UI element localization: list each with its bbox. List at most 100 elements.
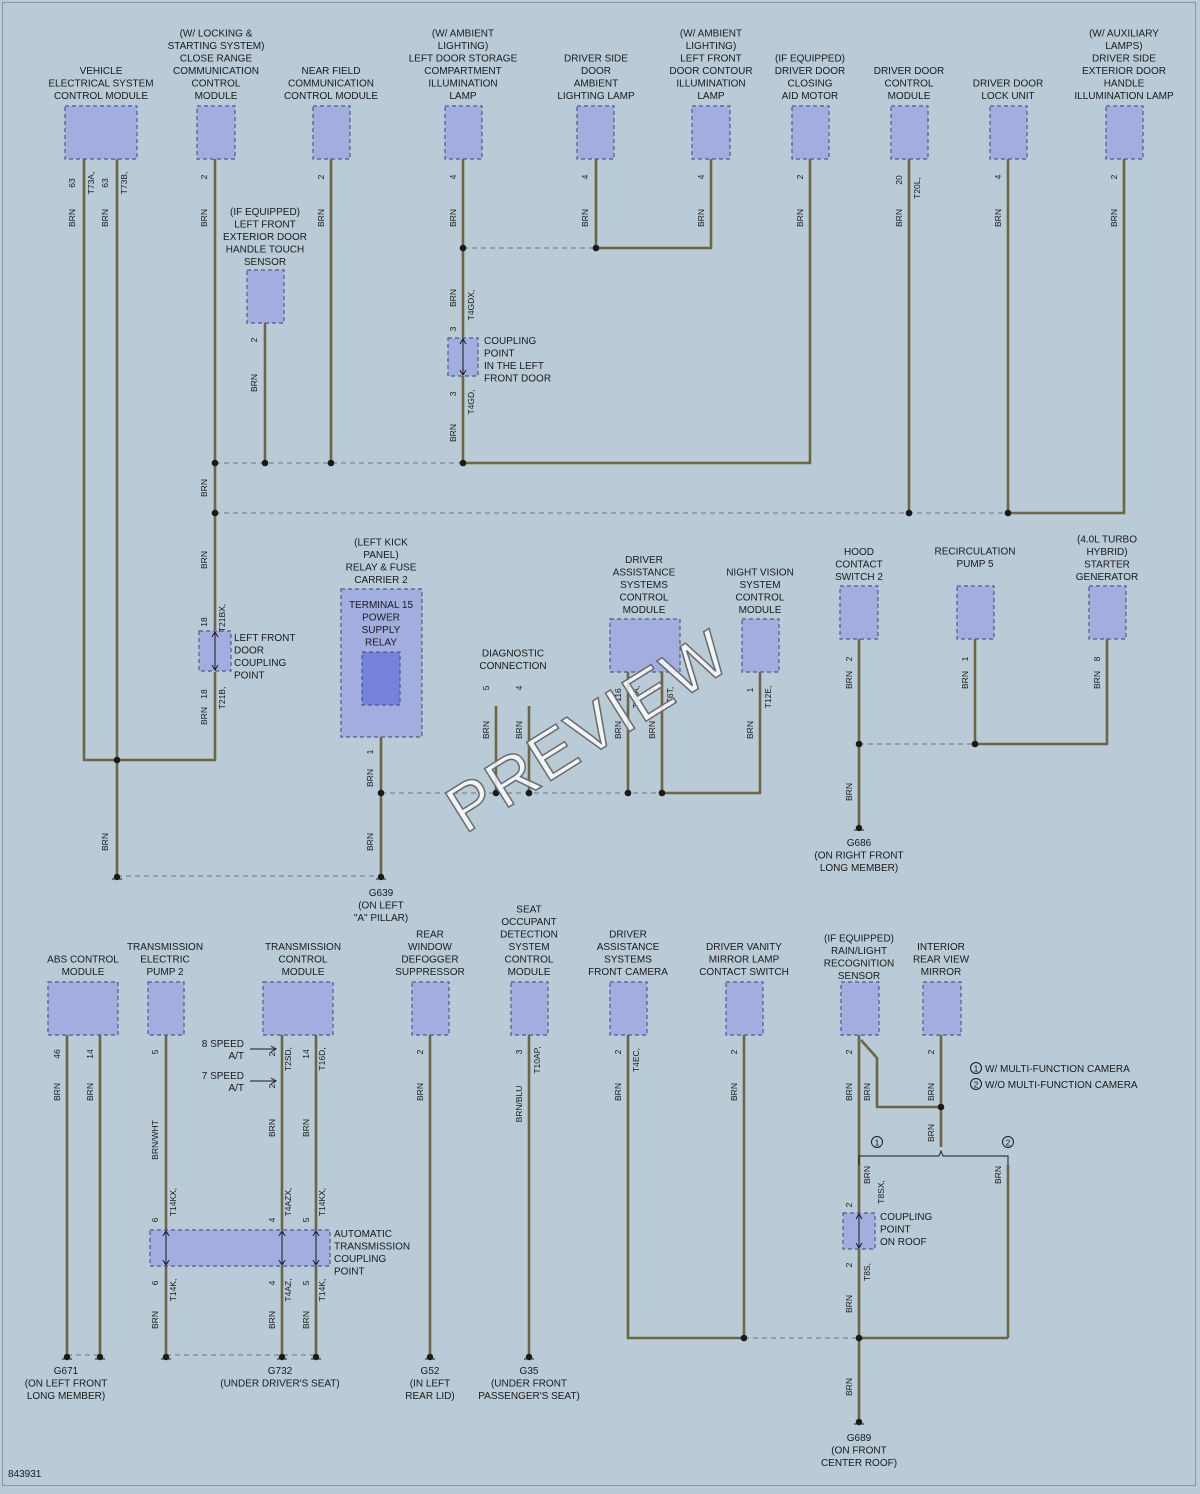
lf-door-coupling-label-line: COUPLING <box>234 658 286 669</box>
wire-color-label: BRN <box>301 1119 311 1137</box>
lf-door-coupling-label-line: LEFT FRONT <box>234 633 295 644</box>
variant-marker-1 <box>871 1136 883 1148</box>
trans-pump-label-line: ELECTRIC <box>140 955 189 966</box>
pin-label: 18 <box>199 689 209 699</box>
trans-coupling-label-line: COUPLING <box>334 1254 386 1265</box>
vehicle-electrical-system-control-module <box>64 105 138 160</box>
storage-lamp-label-line: (W/ AMBIENT <box>432 29 494 40</box>
pin-label: 5 <box>481 685 491 690</box>
g35-label-line: G35 <box>520 1366 539 1377</box>
abs-label-line: MODULE <box>62 967 105 978</box>
splice-dot <box>211 509 219 517</box>
trans-coupling-label-line: POINT <box>334 1267 365 1278</box>
pin-label: 6 <box>150 1217 160 1222</box>
pin-label: 4 <box>448 174 458 179</box>
wire-color-label: BRN <box>580 209 590 227</box>
pin-label: 2 <box>316 174 326 179</box>
ambient-lamp-label-line: DOOR <box>581 66 611 77</box>
connector-label: T8SX, <box>876 1180 886 1204</box>
coupling-door-label-line: IN THE LEFT <box>484 361 544 372</box>
connector-label: T8S, <box>862 1263 872 1281</box>
ambient-lamp-label-line: DRIVER SIDE <box>564 54 628 65</box>
das-ctrl-label-line: SYSTEMS <box>620 580 668 591</box>
lf-door-coupling-label-line: DOOR <box>234 646 264 657</box>
wire-contour-lamp <box>596 159 713 250</box>
seat-occ-label-line: SEAT <box>516 905 541 916</box>
splice-dot <box>459 459 467 467</box>
g35-label-line: (UNDER FRONT <box>491 1379 567 1390</box>
das-ctrl-label-line: CONTROL <box>620 593 669 604</box>
seat-occupant-detection-control-module <box>510 981 549 1036</box>
door-ambient-lighting-lamp <box>576 105 615 160</box>
relay-label-line: POWER <box>362 613 400 624</box>
driver-door-lock-unit <box>989 105 1028 160</box>
g639-label-line: (ON LEFT <box>358 901 404 912</box>
wire-handle-lamp <box>1008 159 1126 515</box>
closing-motor-label-line: CLOSING <box>787 79 832 90</box>
pin-label: 2 <box>844 1262 854 1267</box>
wire-color-label: BRN <box>199 209 209 227</box>
connector-label: T21B, <box>217 687 227 710</box>
connector-label: T20L, <box>912 177 922 199</box>
rain-sensor-label-line: (IF EQUIPPED) <box>824 934 894 945</box>
wire-color-label: BRN <box>448 289 458 307</box>
pin-label: 63 <box>100 178 110 188</box>
closing-motor-label-line: DRIVER DOOR <box>775 66 846 77</box>
g52-label-line: G52 <box>421 1366 440 1377</box>
g639-label-line: "A" PILLAR) <box>354 913 408 924</box>
splice-dot <box>624 789 632 797</box>
g35-label-line: PASSENGER'S SEAT) <box>478 1391 580 1402</box>
splice-dot <box>492 789 500 797</box>
wire-color-label: BRN <box>960 671 970 689</box>
door-ctrl-label-line: DRIVER DOOR <box>874 66 945 77</box>
diag-label-line: DIAGNOSTIC <box>482 649 544 660</box>
night-vision-label-line: MODULE <box>739 605 782 616</box>
closing-motor-label-line: AID MOTOR <box>782 91 838 102</box>
g52-label-line: REAR LID) <box>405 1391 454 1402</box>
wire-color-label: BRN <box>481 721 491 739</box>
touch-sensor-label-line: HANDLE TOUCH <box>226 245 305 256</box>
relay-label-line: TERMINAL 15 <box>349 600 414 611</box>
driver-door-control-module <box>890 105 929 160</box>
variant-arrow <box>250 1077 277 1085</box>
connector-label: T6T, <box>665 687 675 704</box>
pin-label: 63 <box>67 178 77 188</box>
g689-label-line: CENTER ROOF) <box>821 1458 897 1469</box>
handle-lamp-label-line: ILLUMINATION LAMP <box>1074 91 1174 102</box>
splice-dot <box>327 459 335 467</box>
roof-coupling-label-line: POINT <box>880 1225 911 1236</box>
wire-color-label: BRN <box>745 721 755 739</box>
pin-label: 20 <box>894 175 904 185</box>
g639-label-line: G639 <box>369 888 394 899</box>
splice-dot <box>525 789 533 797</box>
splice-dot <box>113 756 121 764</box>
lf-door-coupling-arrow-head <box>211 631 219 638</box>
pin-label: 4 <box>580 174 590 179</box>
close-range-label-line: MODULE <box>195 91 238 102</box>
rain-sensor-label-line: RAIN/LIGHT <box>831 946 887 957</box>
abs-control-module <box>47 981 119 1036</box>
vanity-label-line: DRIVER VANITY <box>706 942 782 953</box>
close-range-label-line: CLOSE RANGE <box>180 54 253 65</box>
wire-night-vision <box>662 672 762 795</box>
pin-label: 2 <box>199 174 209 179</box>
ambient-lamp-label-line: LIGHTING LAMP <box>557 91 635 102</box>
wire-color-label: BRN <box>862 1166 872 1184</box>
pin-label: 1 <box>745 687 755 692</box>
automatic-transmission-coupling-point <box>149 1229 331 1267</box>
wire-color-label: BRN <box>199 479 209 497</box>
front-cam-label-line: DRIVER <box>609 930 647 941</box>
pin-label: 5 <box>150 1049 160 1054</box>
touch-sensor-label-line: LEFT FRONT <box>234 220 295 231</box>
variant-marker-1-label: 1 <box>875 1138 880 1148</box>
close-range-label-line: COMMUNICATION <box>173 66 259 77</box>
night-vision-label-line: CONTROL <box>736 593 785 604</box>
trans-coupling-arrow-tail <box>162 1259 170 1266</box>
wire-color-label: BRN <box>926 1124 936 1142</box>
wire-closing-motor <box>463 159 812 465</box>
pin-label: 2 <box>729 1049 739 1054</box>
wire-color-label: BRN <box>267 1311 277 1329</box>
door-ctrl-label-line: CONTROL <box>885 79 934 90</box>
wire-color-label: BRN <box>844 671 854 689</box>
